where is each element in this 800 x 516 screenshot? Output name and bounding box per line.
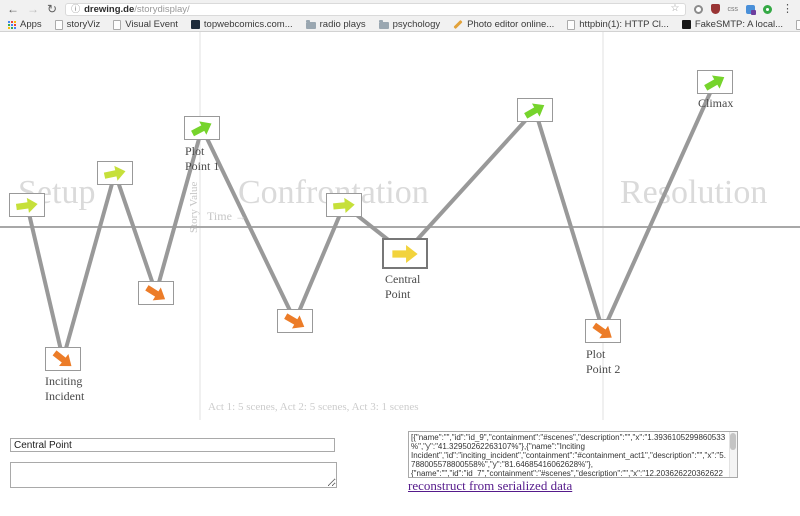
trend-arrow-icon: [524, 102, 545, 119]
bookmark-visual-event[interactable]: Visual Event: [113, 19, 178, 30]
reconstruct-link[interactable]: reconstruct from serialized data: [408, 478, 573, 493]
pencil-icon: [453, 19, 463, 30]
scene-description-textarea[interactable]: [10, 462, 337, 488]
trend-arrow-icon: [15, 197, 38, 213]
bookmark-folder-psychology[interactable]: psychology: [378, 19, 441, 30]
site-info-icon[interactable]: ⓘ: [71, 3, 81, 14]
bookmark-label: Photo editor online...: [467, 19, 555, 30]
site-favicon: [681, 20, 691, 29]
bookmark-stiftungsfuehrer[interactable]: Stiftungsfuehrer – E...: [796, 19, 800, 30]
bookmark-label: radio plays: [319, 19, 366, 30]
acts-summary-label: Act 1: 5 scenes, Act 2: 5 scenes, Act 3:…: [208, 401, 419, 413]
folder-icon: [305, 20, 316, 29]
url-path: /storydisplay/: [134, 3, 190, 15]
address-bar[interactable]: ⓘ drewing.de/storydisplay/ ☆: [65, 2, 686, 16]
scene-node-4[interactable]: [138, 281, 174, 305]
trend-arrow-icon: [191, 120, 212, 136]
apps-grid-icon: [8, 20, 16, 29]
extension-cluster: css ⋮: [693, 2, 793, 15]
site-favicon: [190, 20, 200, 29]
trend-arrow-icon: [52, 349, 72, 366]
bookmark-label: Apps: [20, 19, 42, 30]
browser-menu-icon[interactable]: ⋮: [782, 2, 793, 15]
bookmark-label: psychology: [392, 19, 441, 30]
page-icon: [54, 19, 63, 30]
shield-extension-icon[interactable]: [710, 4, 720, 14]
trend-arrow-icon: [145, 284, 166, 300]
page-icon: [567, 19, 576, 30]
bookmarks-bar: Apps storyViz Visual Event topwebcomics.…: [0, 18, 800, 32]
scene-node-9[interactable]: [517, 98, 553, 122]
bookmark-star-icon[interactable]: ☆: [670, 3, 680, 14]
scene-name-input[interactable]: [10, 438, 335, 452]
url-host: drewing.de: [84, 3, 135, 15]
serialized-data-area: [{"name":"","id":"id_9","containment":"#…: [408, 431, 738, 478]
circle-extension-icon[interactable]: [693, 4, 703, 14]
css-extension-icon[interactable]: css: [727, 5, 739, 13]
browser-toolbar: ← → ↻ ⓘ drewing.de/storydisplay/ ☆ css ⋮: [0, 0, 800, 18]
bookmark-label: Visual Event: [125, 19, 178, 30]
trend-arrow-icon: [392, 244, 418, 263]
scene-node-inciting-incident[interactable]: [45, 347, 81, 371]
trend-arrow-icon: [704, 74, 725, 91]
bookmark-topwebcomics[interactable]: topwebcomics.com...: [190, 19, 293, 30]
storydisplay-page: Setup Confrontation Resolution Time → St…: [0, 32, 800, 516]
bookmark-label: topwebcomics.com...: [203, 19, 293, 30]
time-axis-label: Time →: [207, 209, 247, 223]
scene-node-climax[interactable]: [697, 70, 733, 94]
bookmark-folder-radio-plays[interactable]: radio plays: [305, 19, 366, 30]
story-arc-canvas: [0, 32, 800, 420]
bookmark-httpbin[interactable]: httpbin(1): HTTP Cl...: [567, 19, 669, 30]
node-label-climax: Climax: [698, 96, 734, 110]
scene-node-6[interactable]: [277, 309, 313, 333]
arc-connections: [25, 81, 717, 360]
scene-node-plot-point-1[interactable]: [184, 116, 220, 140]
folder-icon: [378, 20, 389, 29]
scene-node-1[interactable]: [9, 193, 45, 217]
story-value-axis-label: Story Value: [188, 181, 200, 233]
bookmark-apps[interactable]: Apps: [8, 19, 42, 30]
blue-extension-icon[interactable]: [746, 4, 756, 15]
trend-arrow-icon: [284, 312, 305, 329]
scene-node-central-point[interactable]: [382, 238, 428, 269]
bookmark-label: storyViz: [66, 19, 101, 30]
bookmark-photo-editor[interactable]: Photo editor online...: [453, 19, 554, 30]
reload-icon[interactable]: ↻: [47, 2, 58, 16]
node-label-central-point: Central Point: [385, 272, 421, 301]
trend-arrow-icon: [592, 322, 612, 338]
node-label-plot-point-2: Plot Point 2: [586, 347, 621, 376]
scene-node-3[interactable]: [97, 161, 133, 185]
act-title-resolution: Resolution: [620, 174, 768, 211]
back-icon[interactable]: ←: [7, 2, 19, 16]
bookmark-fakesmtp[interactable]: FakeSMTP: A local...: [681, 19, 784, 30]
node-label-inciting-incident: Inciting Incident: [45, 374, 85, 403]
bookmark-storyviz[interactable]: storyViz: [54, 19, 101, 30]
trend-arrow-icon: [103, 165, 126, 181]
forward-icon: →: [27, 2, 39, 16]
bookmark-label: httpbin(1): HTTP Cl...: [579, 19, 669, 30]
page-icon: [113, 19, 122, 30]
trend-arrow-icon: [333, 197, 355, 213]
page-icon: [796, 19, 800, 30]
url-text[interactable]: drewing.de/storydisplay/: [84, 4, 666, 15]
scene-node-7[interactable]: [326, 193, 362, 217]
serialized-data-textarea[interactable]: [{"name":"","id":"id_9","containment":"#…: [408, 431, 738, 478]
bookmark-label: FakeSMTP: A local...: [694, 19, 784, 30]
green-extension-icon[interactable]: [763, 4, 772, 14]
node-label-plot-point-1: Plot Point 1: [185, 144, 220, 173]
scene-node-plot-point-2[interactable]: [585, 319, 621, 343]
